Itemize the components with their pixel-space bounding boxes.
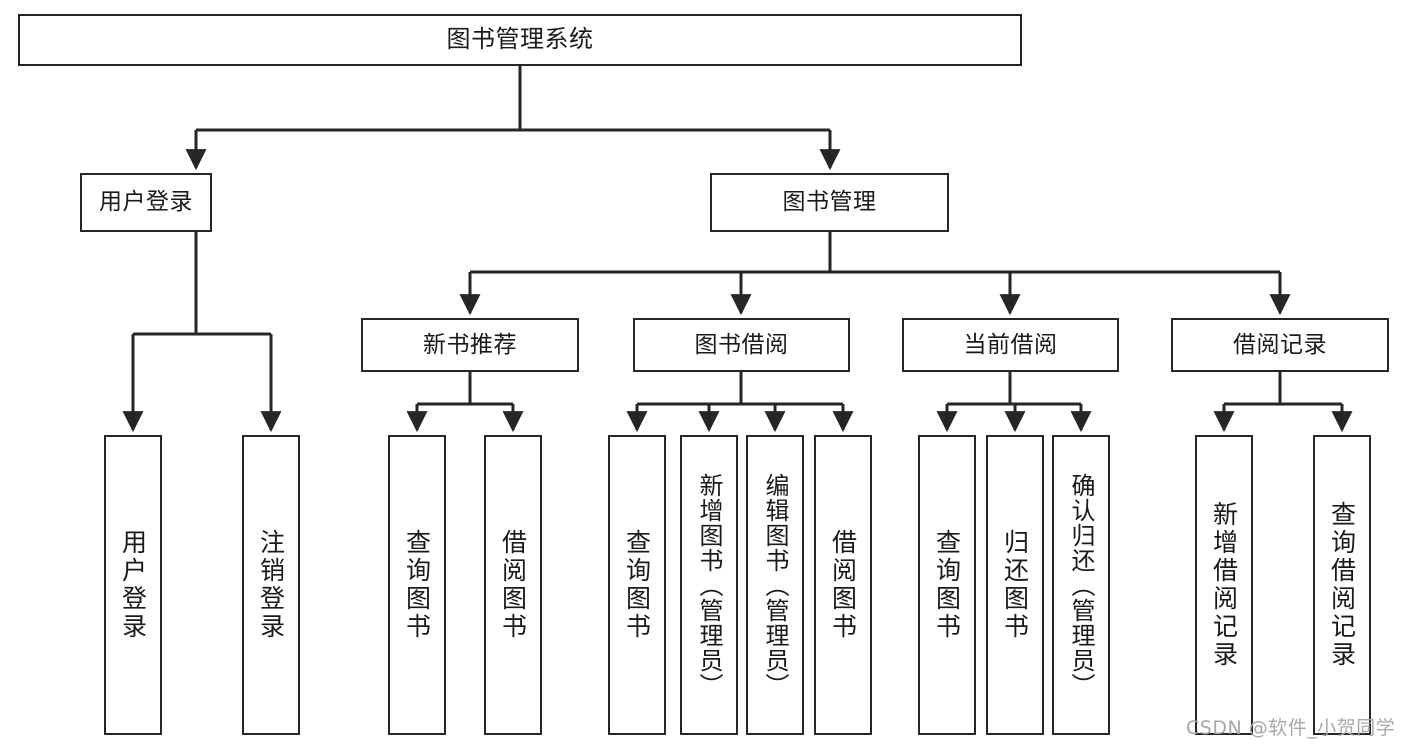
- node-book-manage-label: 图书管理: [782, 189, 877, 216]
- node-root-label: 图书管理系统: [446, 25, 594, 54]
- node-leaf-add-record-label: 新增借阅记录: [1209, 501, 1239, 669]
- node-user-login[interactable]: 用户登录: [80, 173, 212, 232]
- node-leaf-user-login-label: 用户登录: [118, 529, 148, 641]
- node-leaf-query-book-2[interactable]: 查询图书: [608, 435, 666, 735]
- node-leaf-confirm-return[interactable]: 确认归还（管理员）: [1052, 435, 1110, 735]
- node-book-manage[interactable]: 图书管理: [710, 173, 949, 232]
- node-leaf-query-book-2-label: 查询图书: [622, 529, 652, 641]
- node-book-borrow-label: 图书借阅: [694, 331, 789, 358]
- node-leaf-return-book[interactable]: 归还图书: [986, 435, 1044, 735]
- node-leaf-borrow-book-2[interactable]: 借阅图书: [814, 435, 872, 735]
- node-leaf-edit-book[interactable]: 编辑图书（管理员）: [746, 435, 804, 735]
- node-root[interactable]: 图书管理系统: [18, 14, 1022, 66]
- node-borrow-record[interactable]: 借阅记录: [1171, 318, 1389, 372]
- node-leaf-borrow-book-1[interactable]: 借阅图书: [484, 435, 542, 735]
- node-leaf-add-book-label: 新增图书（管理员）: [695, 472, 723, 698]
- node-current-borrow[interactable]: 当前借阅: [902, 318, 1119, 372]
- csdn-watermark: CSDN @软件_小贺同学: [1186, 717, 1396, 739]
- node-leaf-query-book-1-label: 查询图书: [402, 529, 432, 641]
- node-leaf-add-record[interactable]: 新增借阅记录: [1195, 435, 1253, 735]
- node-current-borrow-label: 当前借阅: [963, 331, 1058, 358]
- node-leaf-logout-label: 注销登录: [256, 529, 286, 641]
- node-leaf-query-record-label: 查询借阅记录: [1327, 501, 1357, 669]
- node-leaf-borrow-book-1-label: 借阅图书: [498, 529, 528, 641]
- node-user-login-label: 用户登录: [99, 189, 193, 216]
- node-leaf-query-book-3[interactable]: 查询图书: [918, 435, 976, 735]
- node-new-book-recommend-label: 新书推荐: [423, 331, 517, 358]
- node-leaf-add-book[interactable]: 新增图书（管理员）: [680, 435, 738, 735]
- node-leaf-query-record[interactable]: 查询借阅记录: [1313, 435, 1371, 735]
- node-leaf-user-login[interactable]: 用户登录: [104, 435, 162, 735]
- node-new-book-recommend[interactable]: 新书推荐: [361, 318, 579, 372]
- node-book-borrow[interactable]: 图书借阅: [633, 318, 850, 372]
- node-leaf-edit-book-label: 编辑图书（管理员）: [761, 472, 789, 698]
- node-borrow-record-label: 借阅记录: [1233, 331, 1327, 358]
- node-leaf-query-book-3-label: 查询图书: [932, 529, 962, 641]
- node-leaf-query-book-1[interactable]: 查询图书: [388, 435, 446, 735]
- node-leaf-logout[interactable]: 注销登录: [242, 435, 300, 735]
- node-leaf-return-book-label: 归还图书: [1000, 529, 1030, 641]
- node-leaf-confirm-return-label: 确认归还（管理员）: [1067, 472, 1095, 698]
- node-leaf-borrow-book-2-label: 借阅图书: [828, 529, 858, 641]
